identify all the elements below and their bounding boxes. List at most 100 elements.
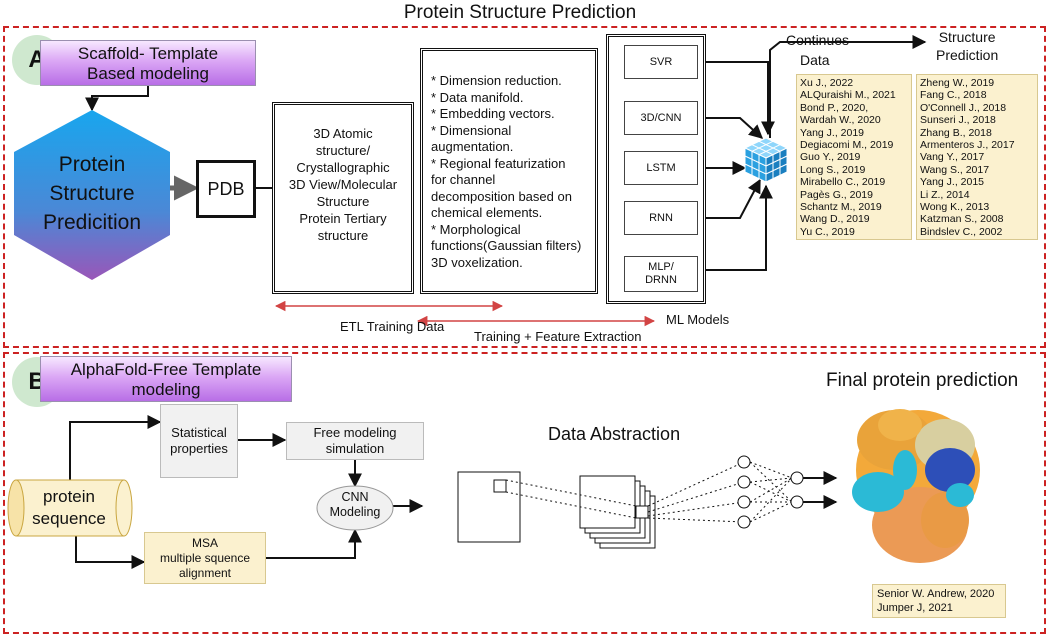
cube-icon	[743, 136, 789, 184]
model-mlp-line2: DRNN	[645, 274, 677, 286]
alphafold-label-line1: AlphaFold-Free Template	[70, 360, 262, 379]
feature-line: * Morphological	[431, 221, 521, 237]
reference-item: Wang S., 2017	[920, 163, 990, 176]
structure-box: 3D Atomic structure/ Crystallographic 3D…	[272, 102, 414, 294]
arrow-label-to-hexagon	[85, 86, 149, 112]
reference-item: Guo Y., 2019	[800, 151, 861, 164]
cnn-line2: Modeling	[329, 505, 381, 519]
alphafold-references: Senior W. Andrew, 2020 Jumper J, 2021	[872, 584, 1006, 618]
page-title: Protein Structure Prediction	[403, 2, 637, 23]
cnn-illustration	[457, 471, 656, 549]
etl-training-label: ETL Training Data	[340, 319, 445, 334]
model-svr: SVR	[624, 45, 698, 79]
model-lstm: LSTM	[624, 151, 698, 185]
reference-item: Sunseri J., 2018	[920, 114, 996, 127]
reference-item: Vang Y., 2017	[920, 151, 985, 164]
section-b-frame	[3, 352, 1046, 634]
reference-item: Degiacomi M., 2019	[800, 139, 894, 152]
training-feature-label: Training + Feature Extraction	[474, 329, 642, 344]
free-modeling-line2: simulation	[325, 441, 385, 456]
reference-item: Wong K., 2013	[920, 201, 990, 214]
reference-item: Senior W. Andrew, 2020	[877, 588, 995, 600]
cnn-ellipse	[316, 485, 394, 531]
structure-prediction-label: Structure Prediction	[936, 28, 998, 64]
structure-prediction-line2: Prediction	[936, 47, 999, 63]
structure-line: Crystallographic	[296, 160, 390, 175]
reference-item: Jumper J, 2021	[877, 602, 953, 614]
structure-line: Protein Tertiary	[299, 211, 387, 226]
ml-models-label: ML Models	[666, 312, 730, 327]
feature-line: * Dimension reduction.	[431, 73, 562, 88]
reference-item: Schantz M., 2019	[800, 201, 882, 214]
scaffold-label-line2: Based modeling	[87, 64, 209, 83]
scaffold-template-label: Scaffold- Template Based modeling	[40, 40, 256, 86]
cnn-line1: CNN	[341, 490, 369, 504]
hexagon-line2: Structure	[49, 182, 135, 205]
reference-item: Pagès G., 2019	[800, 188, 873, 201]
structure-line: structure	[317, 228, 369, 243]
reference-item: Bindslev C., 2002	[920, 225, 1003, 238]
reference-item: Fang C., 2018	[920, 89, 987, 102]
cnn-modeling-label: CNN Modeling	[317, 490, 393, 520]
reference-item: Wardah W., 2020	[800, 114, 881, 127]
reference-item: Long S., 2019	[800, 163, 866, 176]
reference-item: Xu J., 2022	[800, 77, 854, 89]
structure-prediction-line1: Structure	[938, 29, 996, 45]
reference-item: Wang D., 2019	[800, 213, 870, 226]
references-right: Zheng W., 2019 Fang C., 2018 O'Connell J…	[916, 74, 1038, 240]
feature-line: * Dimensional	[431, 122, 512, 138]
hexagon-text: Protein Structure Predicition	[19, 150, 165, 237]
reference-item: Zhang B., 2018	[920, 126, 992, 139]
protein-seq-line2: sequence	[32, 509, 106, 528]
scaffold-label-line1: Scaffold- Template	[77, 44, 219, 63]
reference-item: Bond P., 2020,	[800, 101, 869, 114]
protein-sequence-label: protein sequence	[18, 486, 120, 530]
hexagon-line1: Protein	[58, 153, 126, 176]
model-mlp-line1: MLP/	[648, 261, 674, 273]
msa-box: MSA multiple squence alignment	[144, 532, 266, 584]
reference-item: ALQuraishi M., 2021	[800, 89, 896, 102]
reference-item: Zheng W., 2019	[920, 77, 995, 89]
structure-line: 3D Atomic	[313, 126, 373, 141]
features-box: * Dimension reduction. * Data manifold. …	[420, 48, 598, 294]
feature-line: functions(Gaussian filters)	[431, 238, 582, 253]
feature-line: * Regional featurization	[431, 155, 566, 171]
statistical-line1: Statistical	[171, 425, 227, 440]
feature-line: chemical elements.	[431, 205, 543, 220]
reference-item: Armenteros J., 2017	[920, 139, 1015, 152]
final-prediction-label: Final protein prediction	[826, 370, 1019, 391]
structure-line: Structure	[316, 194, 370, 209]
continues-line2: Data	[800, 52, 830, 68]
msa-line1: MSA	[191, 536, 218, 550]
model-rnn: RNN	[624, 201, 698, 235]
neuron-nodes	[737, 455, 804, 529]
feature-line: * Data manifold.	[431, 89, 524, 105]
free-modeling-box: Free modeling simulation	[286, 422, 424, 460]
hexagon-line3: Predicition	[42, 211, 142, 234]
reference-item: Yu C., 2019	[800, 225, 855, 238]
protein-seq-line1: protein	[43, 487, 95, 506]
feature-line: * Embedding vectors.	[431, 106, 555, 121]
reference-item: Yang J., 2015	[920, 176, 985, 189]
model-mlp-drnn: MLP/ DRNN	[624, 256, 698, 292]
structure-line: 3D View/Molecular	[288, 177, 398, 192]
statistical-properties-box: Statistical properties	[160, 404, 238, 478]
pdb-box: PDB	[196, 160, 256, 218]
feature-line: augmentation.	[431, 139, 514, 154]
feature-line: decomposition based on	[431, 188, 572, 204]
references-left: Xu J., 2022 ALQuraishi M., 2021 Bond P.,…	[796, 74, 912, 240]
reference-item: O'Connell J., 2018	[920, 101, 1007, 114]
model-3d-cnn: 3D/CNN	[624, 101, 698, 135]
feature-line: 3D voxelization.	[431, 254, 523, 270]
free-modeling-line1: Free modeling	[313, 425, 397, 440]
structure-line: structure/	[315, 143, 371, 158]
continues-line1: Continues	[786, 32, 850, 48]
reference-item: Li Z., 2014	[920, 188, 970, 201]
continues-data-label: Continues Data	[786, 30, 849, 70]
reference-item: Mirabello C., 2019	[800, 176, 886, 189]
alphafold-label-line2: modeling	[131, 380, 201, 399]
hexagon-shape	[14, 110, 170, 280]
reference-item: Katzman S., 2008	[920, 213, 1004, 226]
msa-line3: alignment	[178, 566, 232, 580]
